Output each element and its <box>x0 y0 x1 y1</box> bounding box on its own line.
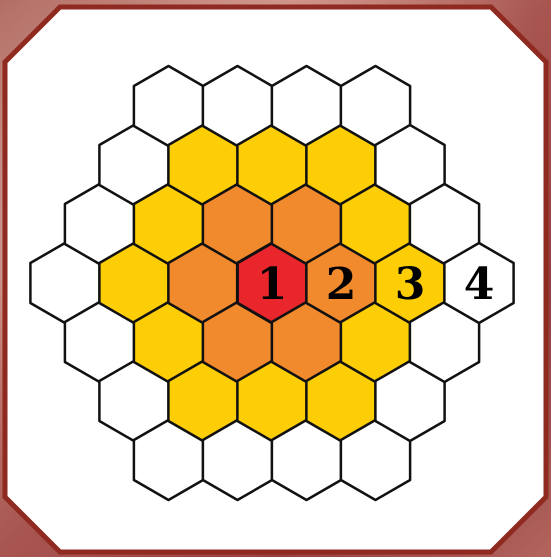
hex-labels: 1 2 3 4 <box>257 259 495 310</box>
ring-label-2: 2 <box>326 259 357 310</box>
hex-cell-ring-4 <box>443 241 515 325</box>
hex-grid <box>29 64 515 502</box>
ring-label-4: 4 <box>464 259 495 310</box>
ring-label-3: 3 <box>395 259 426 310</box>
ring-label-1: 1 <box>257 259 288 310</box>
